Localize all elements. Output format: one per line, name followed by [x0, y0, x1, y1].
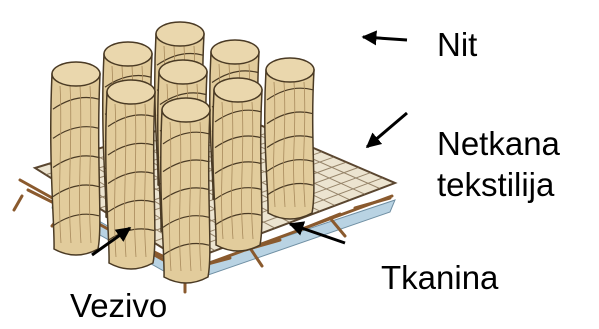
label-nit: Nit — [437, 26, 477, 64]
label-netkana: Netkana — [437, 125, 560, 163]
yarn-bundle — [265, 58, 314, 219]
label-vezivo: Vezivo — [70, 287, 167, 325]
yarn-bundle — [161, 98, 210, 283]
yarn-bundle — [51, 62, 100, 255]
label-tkanina: Tkanina — [381, 259, 498, 297]
yarn-bundle — [213, 78, 262, 251]
nit-arrow — [363, 37, 407, 40]
label-tekstilija: tekstilija — [437, 166, 554, 204]
netkana-arrow — [367, 113, 407, 147]
